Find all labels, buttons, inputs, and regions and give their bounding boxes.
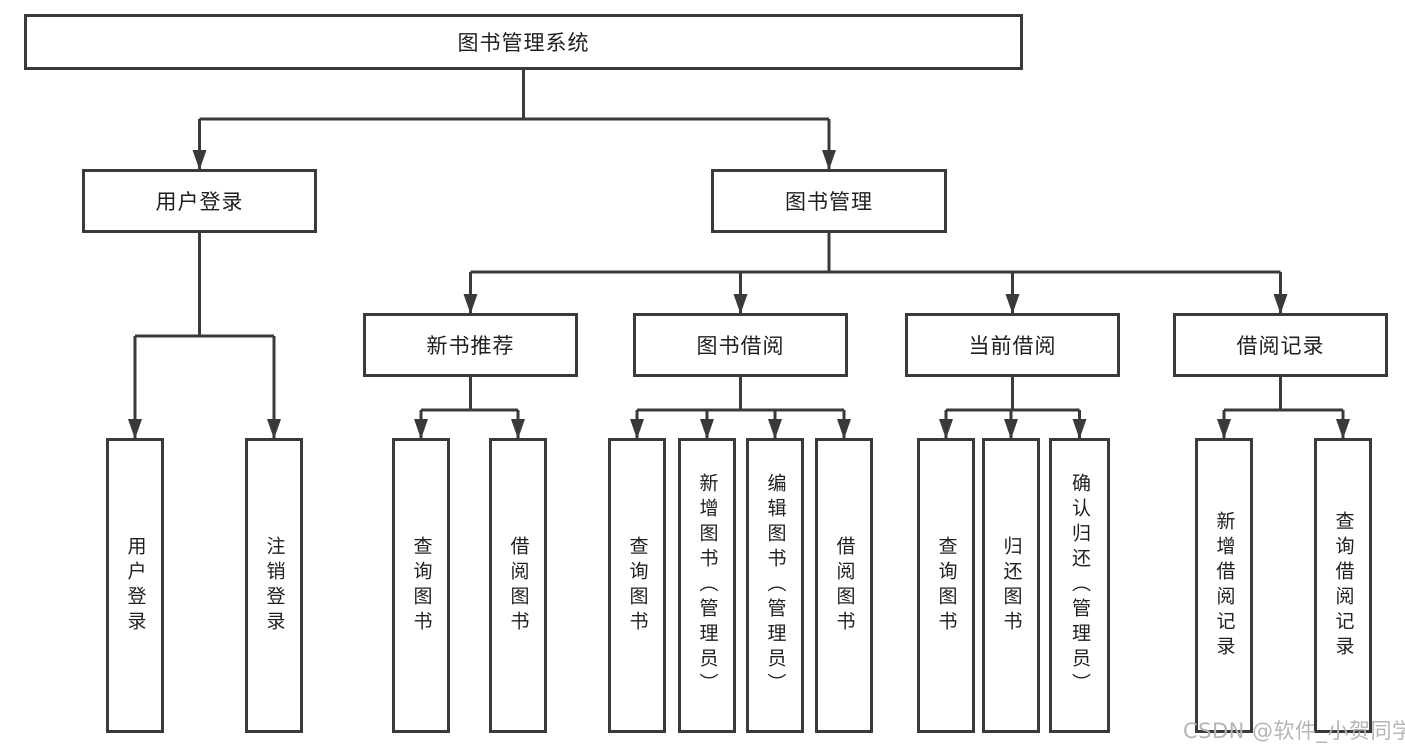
node-label: 借阅图书: [833, 535, 856, 636]
leaf-confirm-return-admin: 确认归还（管理员）: [1049, 438, 1110, 733]
leaf-add-books-admin: 新增图书（管理员）: [678, 438, 736, 733]
node-label: 查询借阅记录: [1332, 510, 1355, 661]
leaf-add-borrow-record: 新增借阅记录: [1195, 438, 1253, 733]
node-label: 注销登录: [263, 535, 286, 636]
leaf-borrow-books: 借阅图书: [815, 438, 873, 733]
node-label: 借阅图书: [507, 535, 530, 636]
node-label: 新增借阅记录: [1213, 510, 1236, 661]
node-new-book-recommend: 新书推荐: [363, 313, 578, 377]
node-label: 当前借阅: [968, 334, 1057, 358]
node-book-borrow: 图书借阅: [633, 313, 848, 377]
node-label: 用户登录: [155, 190, 244, 214]
node-current-borrow: 当前借阅: [905, 313, 1120, 377]
node-label: 确认归还（管理员）: [1069, 473, 1091, 698]
leaf-user-login: 用户登录: [106, 438, 164, 733]
csdn-watermark: CSDN @软件_小贺同学: [1183, 719, 1405, 743]
connector-trunks: [135, 70, 1343, 412]
node-label: 借阅记录: [1236, 334, 1325, 358]
leaf-return-books: 归还图书: [982, 438, 1040, 733]
node-label: 新增图书（管理员）: [696, 473, 719, 698]
leaf-borrow-query-books: 查询图书: [608, 438, 666, 733]
node-label: 查询图书: [410, 535, 433, 636]
leaf-logout: 注销登录: [245, 438, 303, 733]
node-label: 查询图书: [626, 535, 649, 636]
node-label: 用户登录: [124, 535, 147, 636]
node-borrow-records: 借阅记录: [1173, 313, 1388, 377]
node-book-management: 图书管理: [711, 169, 947, 233]
leaf-edit-books-admin: 编辑图书（管理员）: [746, 438, 804, 733]
leaf-recommend-borrow-books: 借阅图书: [489, 438, 547, 733]
leaf-recommend-query-books: 查询图书: [392, 438, 450, 733]
node-user-login: 用户登录: [82, 169, 317, 233]
node-label: 图书管理系统: [457, 31, 590, 55]
node-label: 图书管理: [785, 190, 873, 214]
node-label: 编辑图书（管理员）: [764, 473, 787, 698]
leaf-current-query-books: 查询图书: [917, 438, 975, 733]
leaf-query-borrow-record: 查询借阅记录: [1314, 438, 1372, 733]
node-label: 查询图书: [935, 535, 958, 636]
node-label: 归还图书: [1000, 535, 1023, 636]
node-label: 图书借阅: [696, 334, 785, 358]
node-library-management-system: 图书管理系统: [24, 14, 1023, 70]
node-label: 新书推荐: [426, 334, 515, 358]
